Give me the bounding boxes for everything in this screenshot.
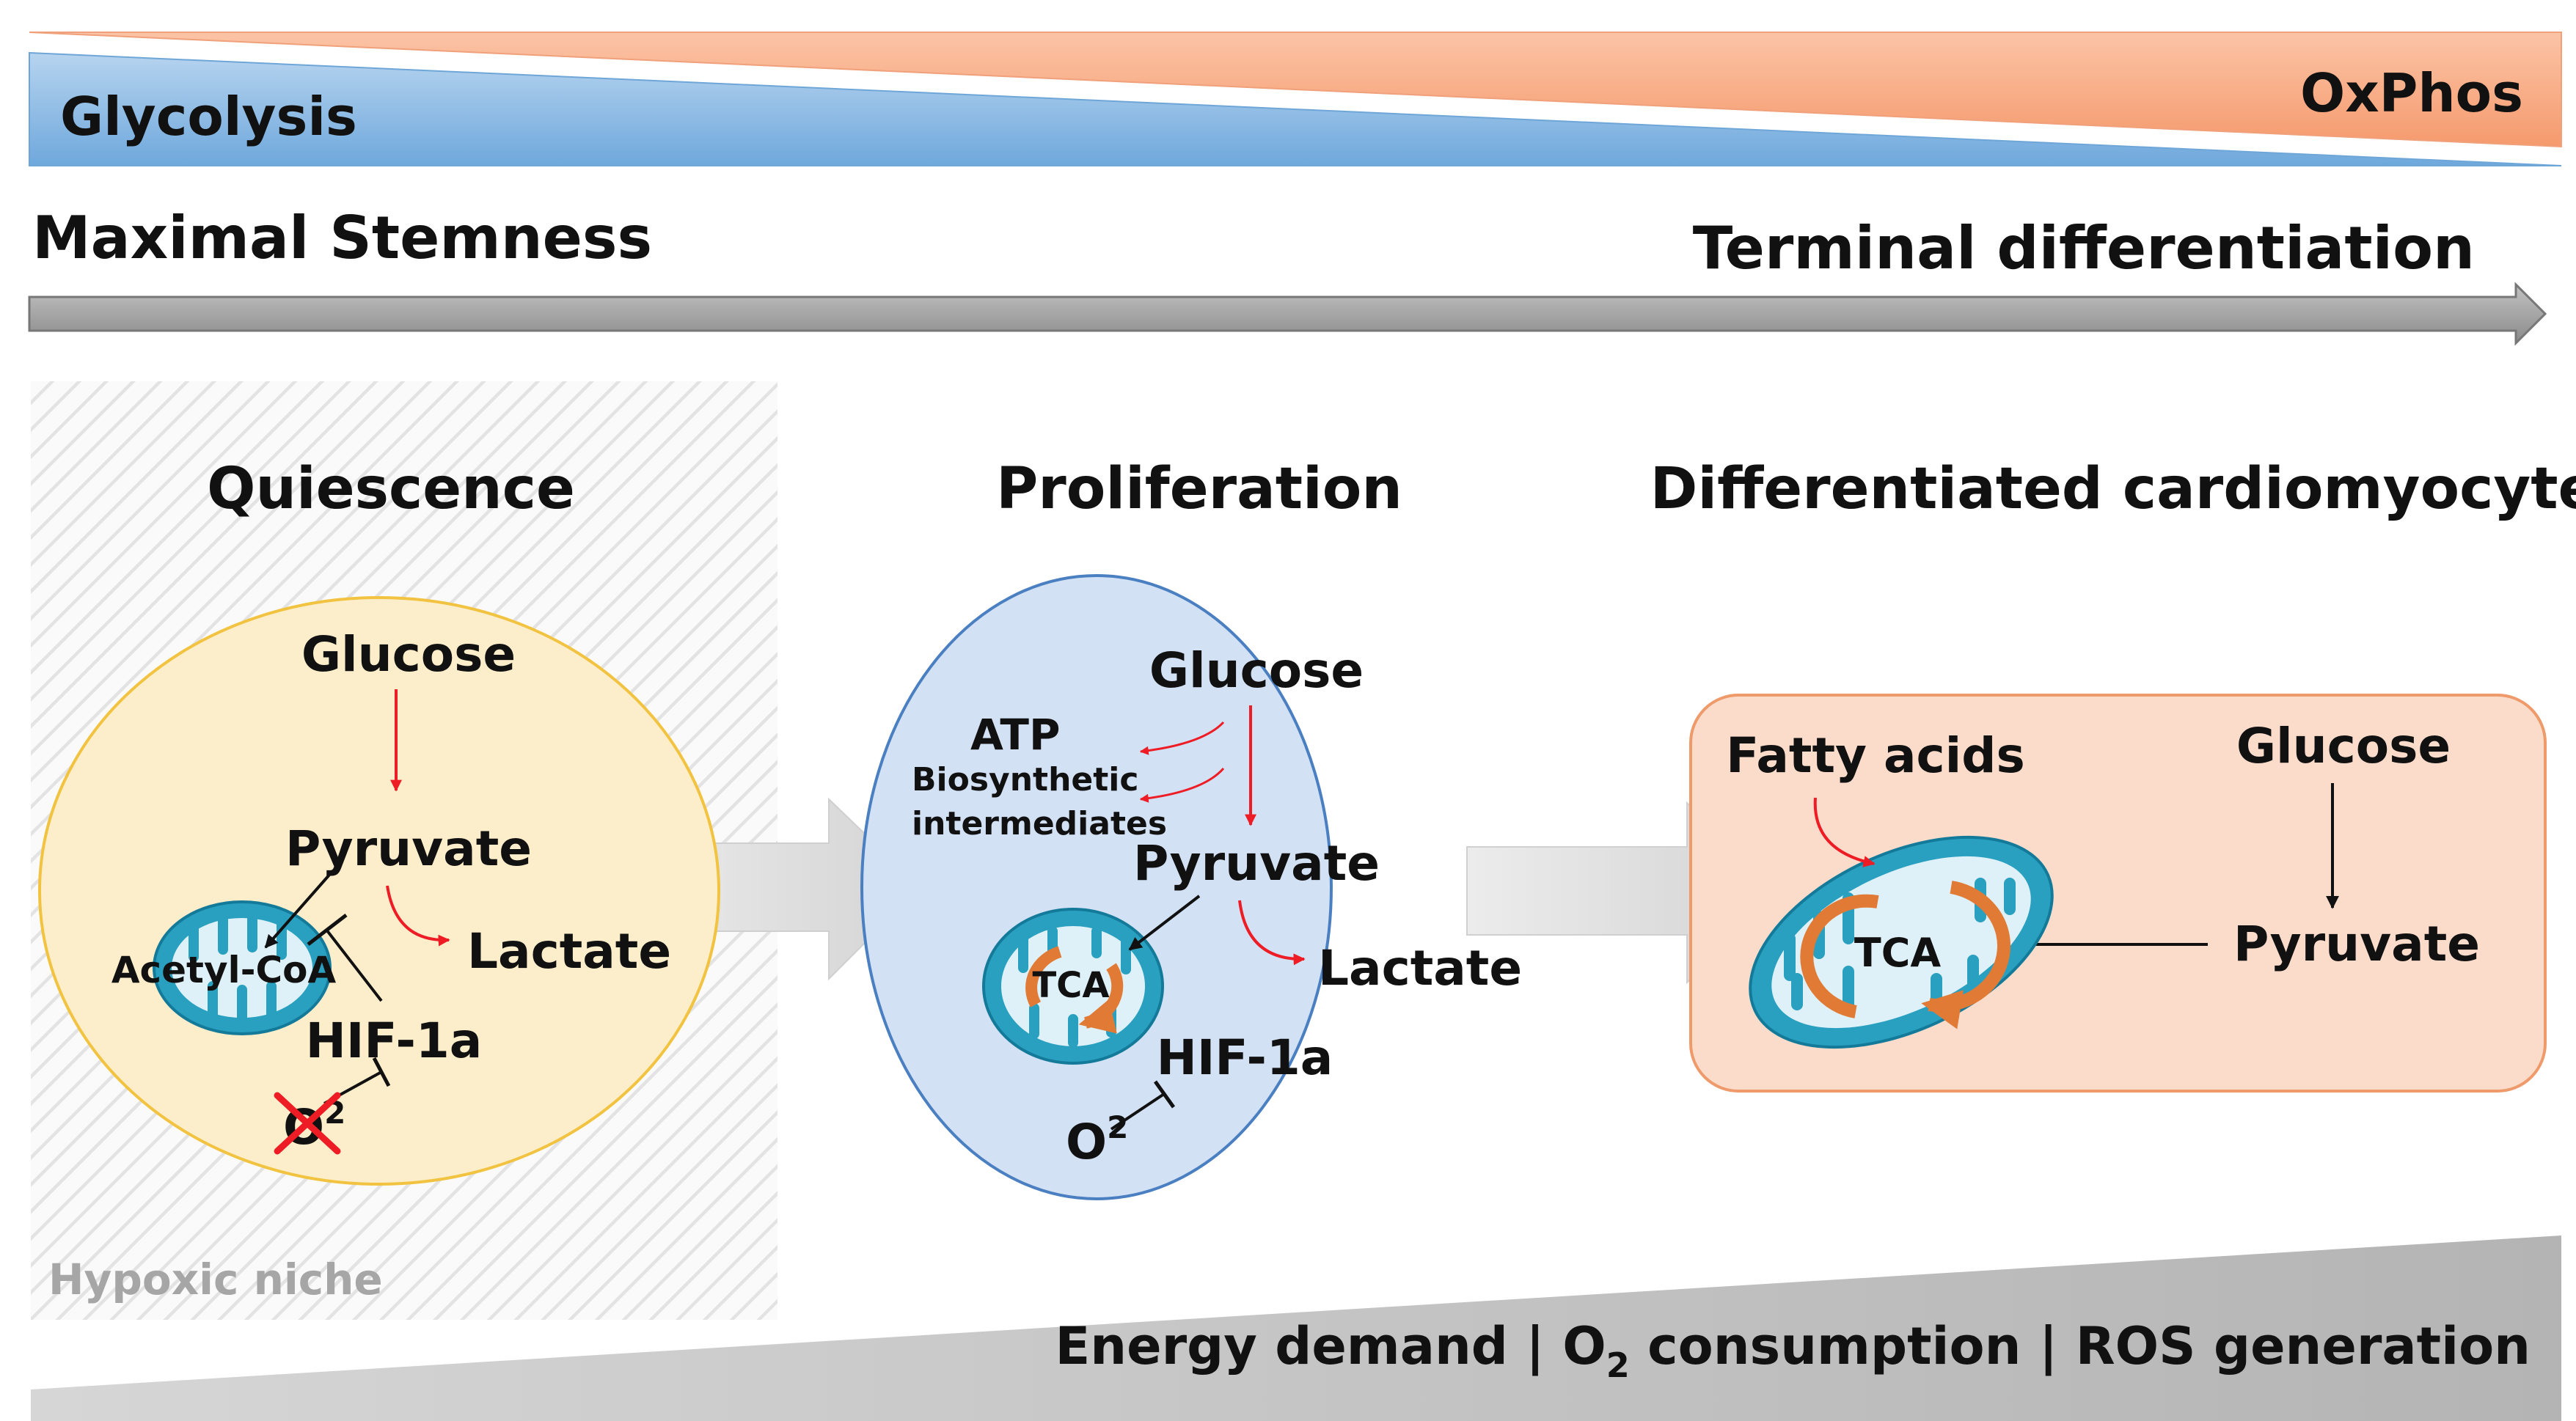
stemness-axis: Maximal Stemness Terminal differentiatio… [28, 204, 2547, 346]
proliferation-tca: TCA [1032, 965, 1109, 1006]
pyruvate-to-acetylcoa-arrow [264, 873, 332, 949]
maximal-stemness-label: Maximal Stemness [32, 204, 652, 272]
o2-absent-cross-icon [274, 1092, 341, 1155]
quiescence-pyruvate: Pyruvate [285, 820, 532, 877]
proliferation-hif: HIF-1a [1157, 1029, 1333, 1086]
energy-demand-bar: Energy demand | O2 consumption | ROS gen… [31, 1235, 2561, 1421]
o2-inhibition-line [1110, 1093, 1166, 1131]
proliferation-title: Proliferation [996, 456, 1402, 522]
mitochondrion-cristae [189, 914, 287, 1024]
consumption-ros-text: consumption | ROS generation [1630, 1316, 2531, 1376]
fatty-acids-label: Fatty acids [1726, 727, 2025, 784]
cardiomyocyte-mitochondrion [1749, 835, 2054, 1049]
tca-cycle-icon [1800, 881, 2011, 1012]
proliferation-mitochondrion [982, 908, 1164, 1065]
proliferation-lactate: Lactate [1318, 940, 1522, 996]
proliferation-biosynthetic-line1: Biosynthetic [912, 761, 1138, 798]
quiescence-glucose: Glucose [301, 626, 516, 683]
proliferation-pyruvate: Pyruvate [1133, 835, 1380, 892]
terminal-differentiation-label: Terminal differentiation [1693, 214, 2475, 282]
cardiomyocyte-title: Differentiated cardiomyocyte [1650, 456, 2576, 522]
glucose-to-atp-arrow [1139, 721, 1225, 755]
proliferation-atp: ATP [970, 710, 1060, 760]
cardiomyocyte-tca: TCA [1854, 930, 1941, 976]
quiescence-hif: HIF-1a [306, 1013, 483, 1069]
proliferation-biosynthetic-line2: intermediates [912, 805, 1167, 842]
quiescence-acetyl-coa: Acetyl-CoA [111, 949, 337, 991]
quiescence-panel: Quiescence Glucose Pyruvate Lactate Acet… [38, 456, 720, 1186]
o2-inhibition-bar [1153, 1080, 1176, 1109]
tca-cycle-icon [1025, 946, 1124, 1023]
energy-demand-label: Energy demand | O2 consumption | ROS gen… [1055, 1316, 2531, 1385]
glycolysis-oxphos-bar: Glycolysis OxPhos [29, 32, 2562, 166]
proliferation-panel: Proliferation Glucose ATP Biosynthetic i… [860, 456, 1522, 1200]
mitochondrion-cristae [1018, 926, 1131, 1048]
quiescence-title: Quiescence [207, 456, 575, 522]
pyruvate-to-lactate-arrow [386, 885, 450, 947]
o2-symbol: O [1066, 1114, 1107, 1170]
stemness-axis-arrow [28, 282, 2547, 346]
energy-demand-wedge [31, 1235, 2561, 1421]
proliferation-glucose: Glucose [1149, 642, 1364, 699]
glycolysis-label: Glycolysis [60, 86, 357, 147]
o2-superscript: 2 [1107, 1109, 1128, 1145]
hif-inhibition-line [325, 928, 383, 1002]
cardiomyocyte-pyruvate: Pyruvate [2233, 916, 2480, 972]
quiescence-lactate: Lactate [467, 923, 671, 980]
fatty-acids-to-tca-arrow [1813, 797, 1876, 867]
cardiomyocyte-glucose: Glucose [2236, 718, 2451, 774]
hypoxic-niche-label: Hypoxic niche [48, 1255, 383, 1304]
o2-inhibition-bar [372, 1057, 391, 1087]
glycolysis-wedge [29, 51, 2562, 166]
quiescence-cell [38, 596, 720, 1186]
oxphos-label: OxPhos [2300, 62, 2523, 124]
pyruvate-to-tca-arrow [1128, 895, 1201, 951]
hif-inhibition-bar [307, 914, 348, 946]
oxphos-wedge [29, 32, 2562, 148]
mitochondrion-inner [1771, 856, 2031, 1029]
pyruvate-to-lactate-arrow [1238, 900, 1306, 966]
energy-demand-text: Energy demand | O [1055, 1316, 1606, 1376]
o2-subscript: 2 [1606, 1345, 1630, 1385]
glucose-to-biosynthetic-arrow [1139, 768, 1225, 803]
proliferation-o2: O2 [1066, 1109, 1128, 1170]
cardiomyocyte-panel: Differentiated cardiomyocyte Fatty acids… [1650, 456, 2576, 1093]
